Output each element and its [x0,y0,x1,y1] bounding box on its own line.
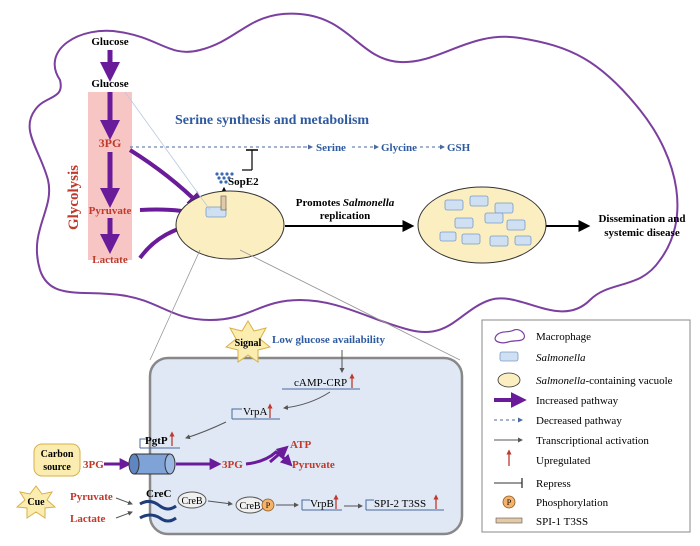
cue-pyruvate: Pyruvate [70,491,113,503]
spi1-t3ss-needle [220,195,227,211]
legend-macrophage-icon [494,329,525,344]
arrow-lactate-crec [115,511,133,519]
dissemination-label: Dissemination and [598,213,685,225]
legend-item-increased: Increased pathway [536,395,619,407]
campcrp-label: cAMP-CRP [294,377,347,389]
arrow-atp-branch [269,445,289,464]
pyruvate-inner-label: Pyruvate [292,459,335,471]
zoom-line-right [239,249,461,361]
metabolite-lactate: Lactate [92,254,128,266]
arrow-3pg-vacuole [128,148,204,209]
legend-item-activation: Transcriptional activation [536,435,649,447]
arrow-vrpa-pgtp [185,421,227,440]
vrpa-promoter [231,408,242,419]
carbon-source-box [33,443,81,477]
legend-item-spi1: SPI-1 T3SS [536,516,588,528]
crec-label: CreC [146,488,172,500]
carbon-source-line2: source [43,462,71,473]
cue-lactate: Lactate [70,513,106,525]
low-glucose-label: Low glucose availability [272,334,386,346]
inner-3pg: 3PG [222,459,243,471]
legend-item-vacuole: Salmonella-containing vacuole [536,375,673,387]
legend-item-upregulated: Upregulated [536,455,591,467]
pgtp-transporter [128,453,176,475]
phospho-circle [261,498,275,512]
creb-p-label: CreB [239,501,260,512]
crec-receptor [139,499,177,511]
salmonella-cluster [439,195,532,247]
arrow-pyruvate-crec [115,497,133,505]
macrophage-outline [28,12,679,333]
crec-receptor-lower [139,513,177,523]
glucose-inside-label: Glucose [91,78,128,90]
carbon-source-line1: Carbon [41,449,74,460]
pgtp-promoter [139,438,148,448]
legend-phospho-symbol: P [507,498,512,507]
glycolysis-label: Glycolysis [66,165,82,230]
signal-star [224,320,272,363]
systemic-label: systemic disease [604,227,680,239]
sope2-label: SopE2 [228,176,259,188]
signal-label: Signal [235,338,262,349]
gsh-label: GSH [447,142,471,154]
legend-item-decreased: Decreased pathway [536,415,622,427]
promotes-label: Promotes Salmonella [296,197,395,209]
legend-phospho-icon [502,495,516,509]
vrpa-label: VrpA [243,406,267,418]
atp-label: ATP [290,439,311,451]
zoom-line-top [124,91,211,211]
cue-label: Cue [27,497,45,508]
legend-spi1-icon [495,517,523,524]
serine-title: Serine synthesis and metabolism [175,113,369,128]
vrpb-promoter [301,499,310,510]
legend-vacuole-icon [497,372,521,388]
creb-ellipse [177,491,207,509]
pgtp-label: PgtP [145,435,168,447]
cue-star [15,485,57,519]
legend-item-phosphorylation: Phosphorylation [536,497,609,509]
legend-salmonella-icon [499,351,519,362]
creb-label: CreB [181,496,202,507]
legend-item-macrophage: Macrophage [536,331,591,343]
spi2-promoter [365,499,374,510]
glycine-label: Glycine [381,142,417,154]
outer-3pg: 3PG [83,459,104,471]
legend-item-salmonella: Salmonella [536,352,586,364]
legend-item-repress: Repress [536,478,571,490]
vrpb-label: VrpB [310,498,334,510]
serine-label: Serine [316,142,346,154]
glucose-outside-label: Glucose [91,36,128,48]
salmonella-cell-detail [148,356,464,536]
replication-label: replication [320,210,371,222]
metabolite-3pg: 3PG [99,136,122,150]
spi2-label: SPI-2 T3SS [374,498,426,510]
phospho-symbol: P [266,501,271,510]
metabolite-pyruvate: Pyruvate [89,205,132,217]
vacuole-single [175,190,285,260]
zoom-line-left [149,249,201,361]
sope2-effectors [215,172,234,184]
arrow-creb-phospho [207,500,233,506]
arrow-campcrp-vrpa [283,391,331,411]
